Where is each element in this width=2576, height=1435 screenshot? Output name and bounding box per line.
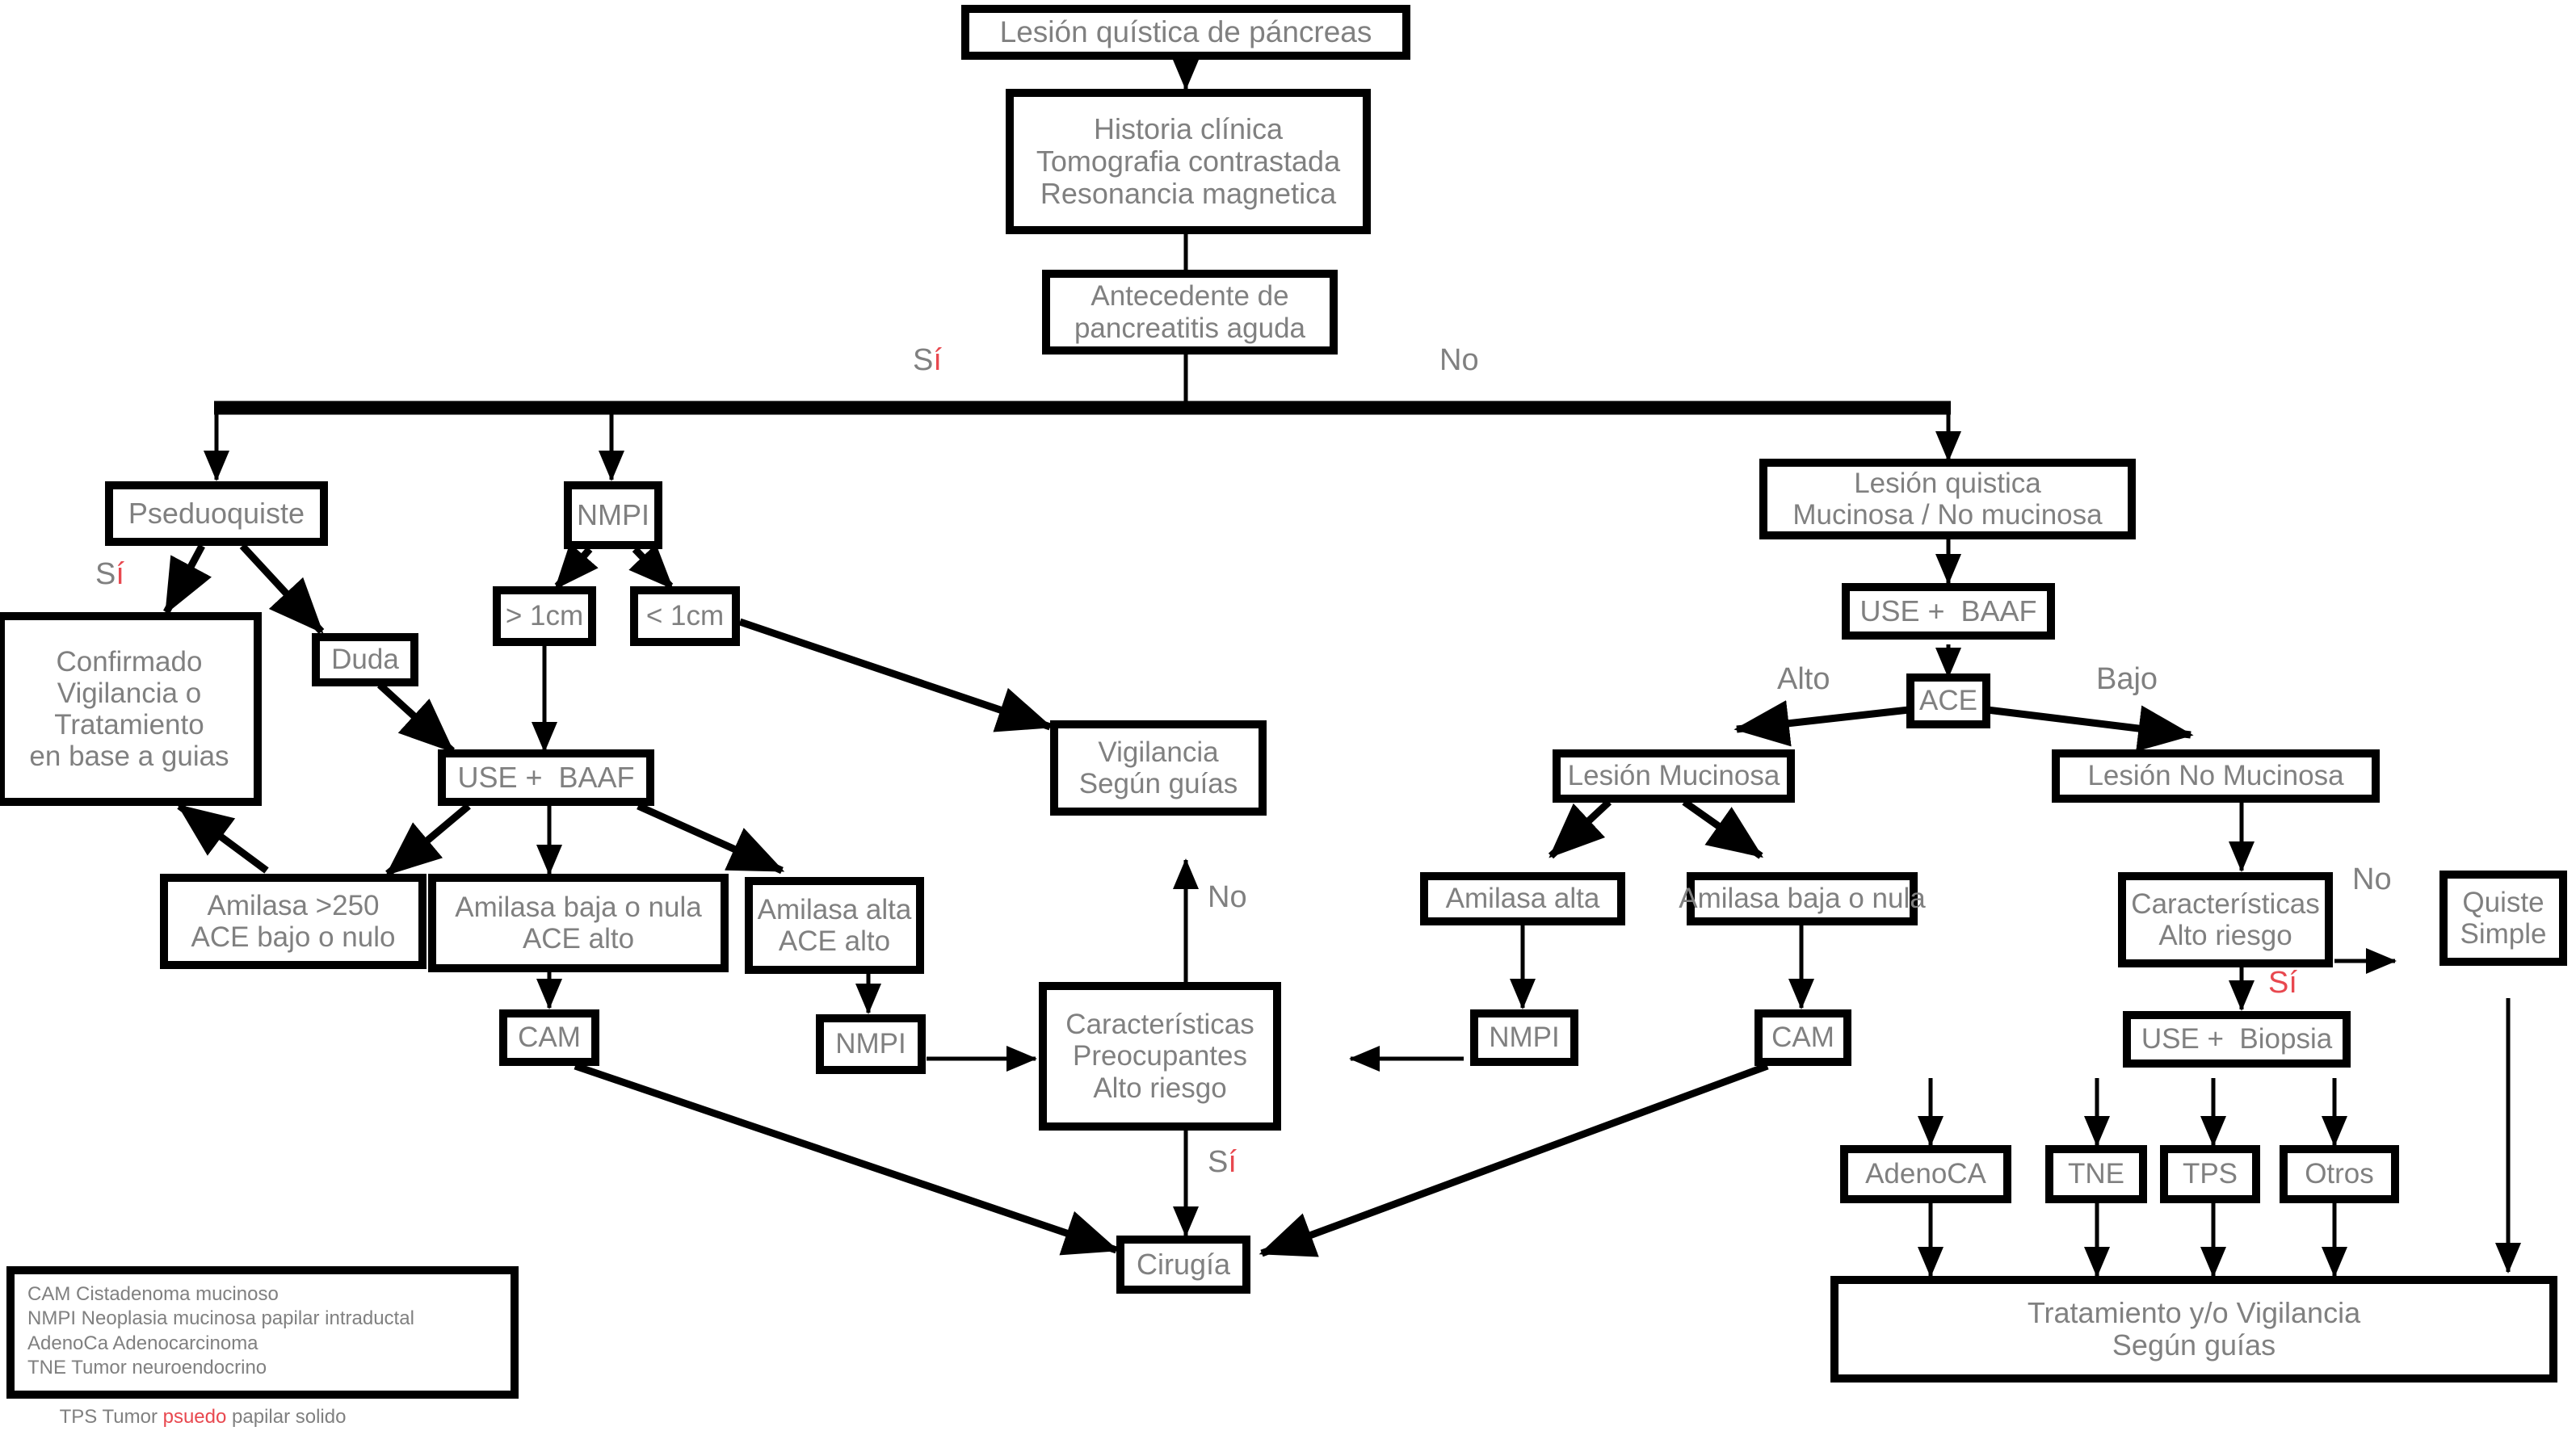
node-confirmado-vigilancia[interactable]: Confirmado Vigilancia o Tratamiento en b… [0, 612, 262, 806]
node-caracteristicas-alto-riesgo[interactable]: Características Alto riesgo [2118, 872, 2333, 967]
node-nmpi-top[interactable]: NMPI [564, 481, 662, 549]
node-menor-1cm[interactable]: < 1cm [630, 586, 740, 646]
node-use-baaf-left[interactable]: USE + BAAF [438, 749, 654, 806]
node-nmpi-right[interactable]: NMPI [1470, 1009, 1578, 1066]
edge-label-si-caracteristicas: Sí [1208, 1145, 1237, 1179]
node-vigilancia-segun-guias[interactable]: Vigilancia Según guías [1050, 720, 1267, 816]
node-tps[interactable]: TPS [2160, 1145, 2260, 1203]
node-tratamiento-vigilancia[interactable]: Tratamiento y/o Vigilancia Según guías [1830, 1276, 2557, 1383]
node-historia-clinica[interactable]: Historia clínica Tomografia contrastada … [1006, 89, 1371, 234]
node-use-biopsia[interactable]: USE + Biopsia [2123, 1011, 2351, 1068]
legend-tps-pre: TPS Tumor [59, 1406, 163, 1429]
node-amilasa-baja-ace-alto[interactable]: Amilasa baja o nula ACE alto [428, 874, 729, 972]
edge-label-no-quiste-simple: No [2352, 862, 2392, 896]
edge-label-no-caracteristicas: No [1208, 880, 1247, 914]
node-antecedente-pancreatitis[interactable]: Antecedente de pancreatitis aguda [1042, 270, 1338, 355]
edge-label-no-top: No [1439, 343, 1479, 377]
node-ace[interactable]: ACE [1906, 673, 1990, 728]
node-use-baaf-right[interactable]: USE + BAAF [1842, 583, 2055, 640]
node-lesion-quistica-mucinosa[interactable]: Lesión quistica Mucinosa / No mucinosa [1759, 459, 2136, 539]
legend-box: CAM Cistadenoma mucinoso NMPI Neoplasia … [6, 1266, 519, 1428]
edge-label-alto-ace: Alto [1777, 662, 1830, 696]
node-amilasa-baja-o-nula[interactable]: Amilasa baja o nula [1679, 872, 1926, 925]
node-mayor-1cm[interactable]: > 1cm [493, 586, 596, 646]
edge-label-si-top: Sí [913, 343, 942, 377]
legend-tps-accent: psuedo [162, 1406, 227, 1429]
edge-label-bajo-ace: Bajo [2096, 662, 2158, 696]
node-amilasa-alta-ace-alto[interactable]: Amilasa alta ACE alto [745, 877, 924, 974]
node-duda[interactable]: Duda [312, 633, 418, 686]
node-tne[interactable]: TNE [2045, 1145, 2147, 1203]
node-amilasa-alta[interactable]: Amilasa alta [1420, 872, 1625, 925]
legend-line-cam: CAM Cistadenoma mucinoso [27, 1283, 279, 1305]
node-adenoca[interactable]: AdenoCA [1840, 1145, 2011, 1203]
node-lesion-quistica-pancreas[interactable]: Lesión quística de páncreas [961, 5, 1410, 60]
legend-line-tne: TNE Tumor neuroendocrino [27, 1357, 267, 1379]
node-lesion-no-mucinosa[interactable]: Lesión No Mucinosa [2052, 749, 2380, 803]
node-pseudoquiste[interactable]: Pseduoquiste [105, 481, 328, 546]
node-lesion-mucinosa[interactable]: Lesión Mucinosa [1553, 749, 1795, 803]
node-otros[interactable]: Otros [2280, 1145, 2399, 1203]
legend-line-adenoca: AdenoCa Adenocarcinoma [27, 1332, 258, 1354]
legend-line-tps: TPS Tumor psuedo papilar solido [27, 1381, 499, 1435]
edge-label-si-pseudoquiste: Sí [95, 557, 124, 591]
node-cam-left[interactable]: CAM [499, 1009, 599, 1066]
node-cam-right[interactable]: CAM [1754, 1009, 1851, 1066]
node-nmpi-mid-left[interactable]: NMPI [816, 1014, 926, 1074]
legend-line-nmpi: NMPI Neoplasia mucinosa papilar intraduc… [27, 1307, 414, 1330]
node-caracteristicas-preocupantes[interactable]: Características Preocupantes Alto riesgo [1039, 982, 1281, 1131]
edge-label-si-alto-riesgo: Sí [2268, 966, 2297, 1000]
node-quiste-simple[interactable]: Quiste Simple [2439, 871, 2567, 966]
node-cirugia[interactable]: Cirugía [1116, 1236, 1250, 1294]
node-amilasa-250[interactable]: Amilasa >250 ACE bajo o nulo [160, 874, 427, 969]
legend-tps-post: papilar solido [226, 1406, 347, 1429]
